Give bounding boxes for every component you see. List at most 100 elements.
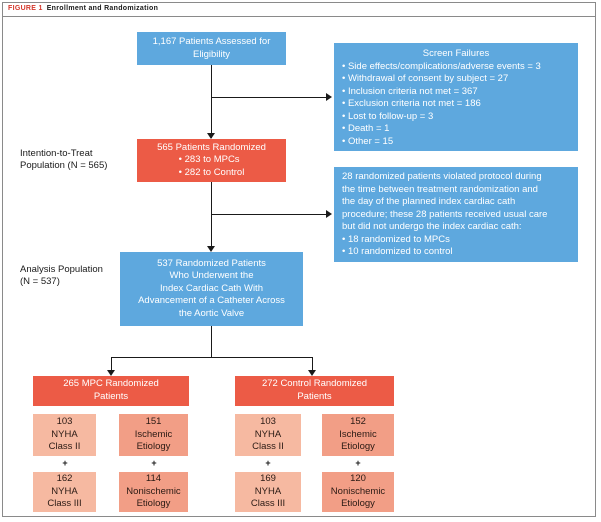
control-ischemic-box: 152 Ischemic Etiology <box>322 414 394 456</box>
control-nyha2-class: Class II <box>252 441 284 453</box>
arrow-mpc <box>107 370 115 376</box>
control-nonischemic-box: 120 Nonischemic Etiology <box>322 472 394 512</box>
mpc-plus-nyha: + <box>62 458 68 468</box>
control-group-box: 272 Control Randomized Patients <box>235 376 394 406</box>
mpc-group-box: 265 MPC Randomized Patients <box>33 376 189 406</box>
control-nyha-class3-box: 169 NYHA Class III <box>235 472 301 512</box>
randomized-list: 283 to MPCs 282 to Control <box>179 154 245 179</box>
analysis-label-line1: Analysis Population <box>20 264 103 275</box>
screen-failure-item: Side effects/complications/adverse event… <box>342 61 570 74</box>
mpc-nyha2-class: Class II <box>48 441 81 453</box>
screen-failure-item: Death = 1 <box>342 123 570 136</box>
connector-main-3 <box>211 326 212 358</box>
connector-violated-h <box>211 214 327 215</box>
mpc-plus-etiology: + <box>151 458 157 468</box>
figure-number: FIGURE 1 <box>8 5 43 12</box>
protocol-violation-box: 28 randomized patients violated protocol… <box>334 167 578 262</box>
arrow-randomized <box>207 133 215 139</box>
screen-failures-list: Side effects/complications/adverse event… <box>342 61 570 149</box>
mpc-nyha-class2-box: 103 NYHA Class II <box>33 414 96 456</box>
control-nonischemic-label: Nonischemic <box>330 485 386 497</box>
randomized-title: 565 Patients Randomized <box>157 141 266 153</box>
mpc-nonischemic-box: 114 Nonischemic Etiology <box>119 472 188 512</box>
mpc-ischemic-label: Ischemic <box>134 428 173 440</box>
connector-branch-left <box>111 357 112 373</box>
analysis-line: Advancement of a Catheter Across <box>138 295 285 307</box>
figure-frame <box>2 2 596 517</box>
screen-failure-item: Exclusion criteria not met = 186 <box>342 98 570 111</box>
connector-branch-h <box>111 357 313 358</box>
violation-text-line: 28 randomized patients violated protocol… <box>342 171 542 182</box>
arrow-control <box>308 370 316 376</box>
control-nyha2-label: NYHA <box>254 428 282 440</box>
violation-list: 18 randomized to MPCs 10 randomized to c… <box>342 234 453 259</box>
screen-failures-box: Screen Failures Side effects/complicatio… <box>334 43 578 151</box>
mpc-nonischemic-count: 114 <box>145 473 162 485</box>
mpc-nyha2-count: 103 <box>56 416 73 428</box>
screen-failure-item: Inclusion criteria not met = 367 <box>342 86 570 99</box>
arrow-analysis <box>207 246 215 252</box>
analysis-box: 537 Randomized Patients Who Underwent th… <box>120 252 303 326</box>
screen-failure-item: Other = 15 <box>342 136 570 149</box>
control-title-line2: Patients <box>297 391 332 402</box>
itt-line1: Intention-to-Treat <box>20 148 93 159</box>
violation-text-line: procedure; these 28 patients received us… <box>342 208 548 220</box>
control-plus-etiology: + <box>355 458 361 468</box>
mpc-nonischemic-etiology: Etiology <box>136 498 171 510</box>
itt-population-label: Intention-to-Treat Population (N = 565) <box>20 148 107 173</box>
violation-text-line: the day of the planned index cardiac cat… <box>342 196 516 208</box>
violation-text-line: but did not undergo the index cardiac ca… <box>342 221 522 233</box>
connector-branch-right <box>312 357 313 373</box>
screen-failure-item: Lost to follow-up = 3 <box>342 111 570 124</box>
mpc-ischemic-box: 151 Ischemic Etiology <box>119 414 188 456</box>
violation-item: 18 randomized to MPCs <box>342 234 453 247</box>
mpc-nyha2-label: NYHA <box>51 428 78 440</box>
analysis-line: 537 Randomized Patients <box>157 257 266 269</box>
control-nyha3-label: NYHA <box>254 485 282 497</box>
connector-main-1 <box>211 65 212 138</box>
screen-failures-title: Screen Failures <box>422 48 490 59</box>
analysis-line: Who Underwent the <box>169 270 254 282</box>
analysis-line: the Aortic Valve <box>178 307 245 319</box>
mpc-title-line2: Patients <box>93 391 129 402</box>
mpc-ischemic-count: 151 <box>145 416 162 428</box>
analysis-label-line2: (N = 537) <box>20 276 60 288</box>
mpc-nyha3-count: 162 <box>56 473 73 485</box>
itt-line2: Population (N = 565) <box>20 160 108 172</box>
control-nonischemic-count: 120 <box>350 473 366 485</box>
mpc-ischemic-etiology: Etiology <box>136 441 171 453</box>
screen-failure-item: Withdrawal of consent by subject = 27 <box>342 73 570 86</box>
control-plus-nyha: + <box>265 458 271 468</box>
mpc-nyha3-class: Class III <box>47 498 82 510</box>
control-title-line1: 272 Control Randomized <box>261 378 368 390</box>
assessed-box: 1,167 Patients Assessed for Eligibility <box>137 32 286 65</box>
randomized-box: 565 Patients Randomized 283 to MPCs 282 … <box>137 139 286 182</box>
assessed-line2: Eligibility <box>193 48 230 60</box>
assessed-line1: 1,167 Patients Assessed for <box>152 35 271 47</box>
figure-title: Enrollment and Randomization <box>46 5 159 12</box>
header-divider <box>2 16 596 17</box>
mpc-title-line1: 265 MPC Randomized <box>63 378 159 390</box>
control-ischemic-etiology: Etiology <box>341 441 375 453</box>
mpc-nyha-class3-box: 162 NYHA Class III <box>33 472 96 512</box>
arrow-violated <box>326 210 332 218</box>
arrow-screen <box>326 93 332 101</box>
control-nonischemic-etiology: Etiology <box>341 498 375 510</box>
control-ischemic-count: 152 <box>350 416 366 428</box>
control-nyha3-class: Class III <box>250 498 286 510</box>
control-nyha2-count: 103 <box>260 416 276 428</box>
analysis-population-label: Analysis Population (N = 537) <box>20 264 103 289</box>
control-nyha3-count: 169 <box>260 473 276 485</box>
analysis-line: Index Cardiac Cath With <box>160 282 263 294</box>
control-nyha-class2-box: 103 NYHA Class II <box>235 414 301 456</box>
randomized-item: 282 to Control <box>179 167 245 180</box>
mpc-nonischemic-label: Nonischemic <box>126 485 181 497</box>
connector-main-2 <box>211 182 212 250</box>
violation-item: 10 randomized to control <box>342 246 453 259</box>
randomized-item: 283 to MPCs <box>179 154 245 167</box>
connector-screen-h <box>211 97 327 98</box>
control-ischemic-label: Ischemic <box>339 428 377 440</box>
mpc-nyha3-label: NYHA <box>51 485 78 497</box>
violation-text-line: the time between treatment randomization… <box>342 183 538 195</box>
